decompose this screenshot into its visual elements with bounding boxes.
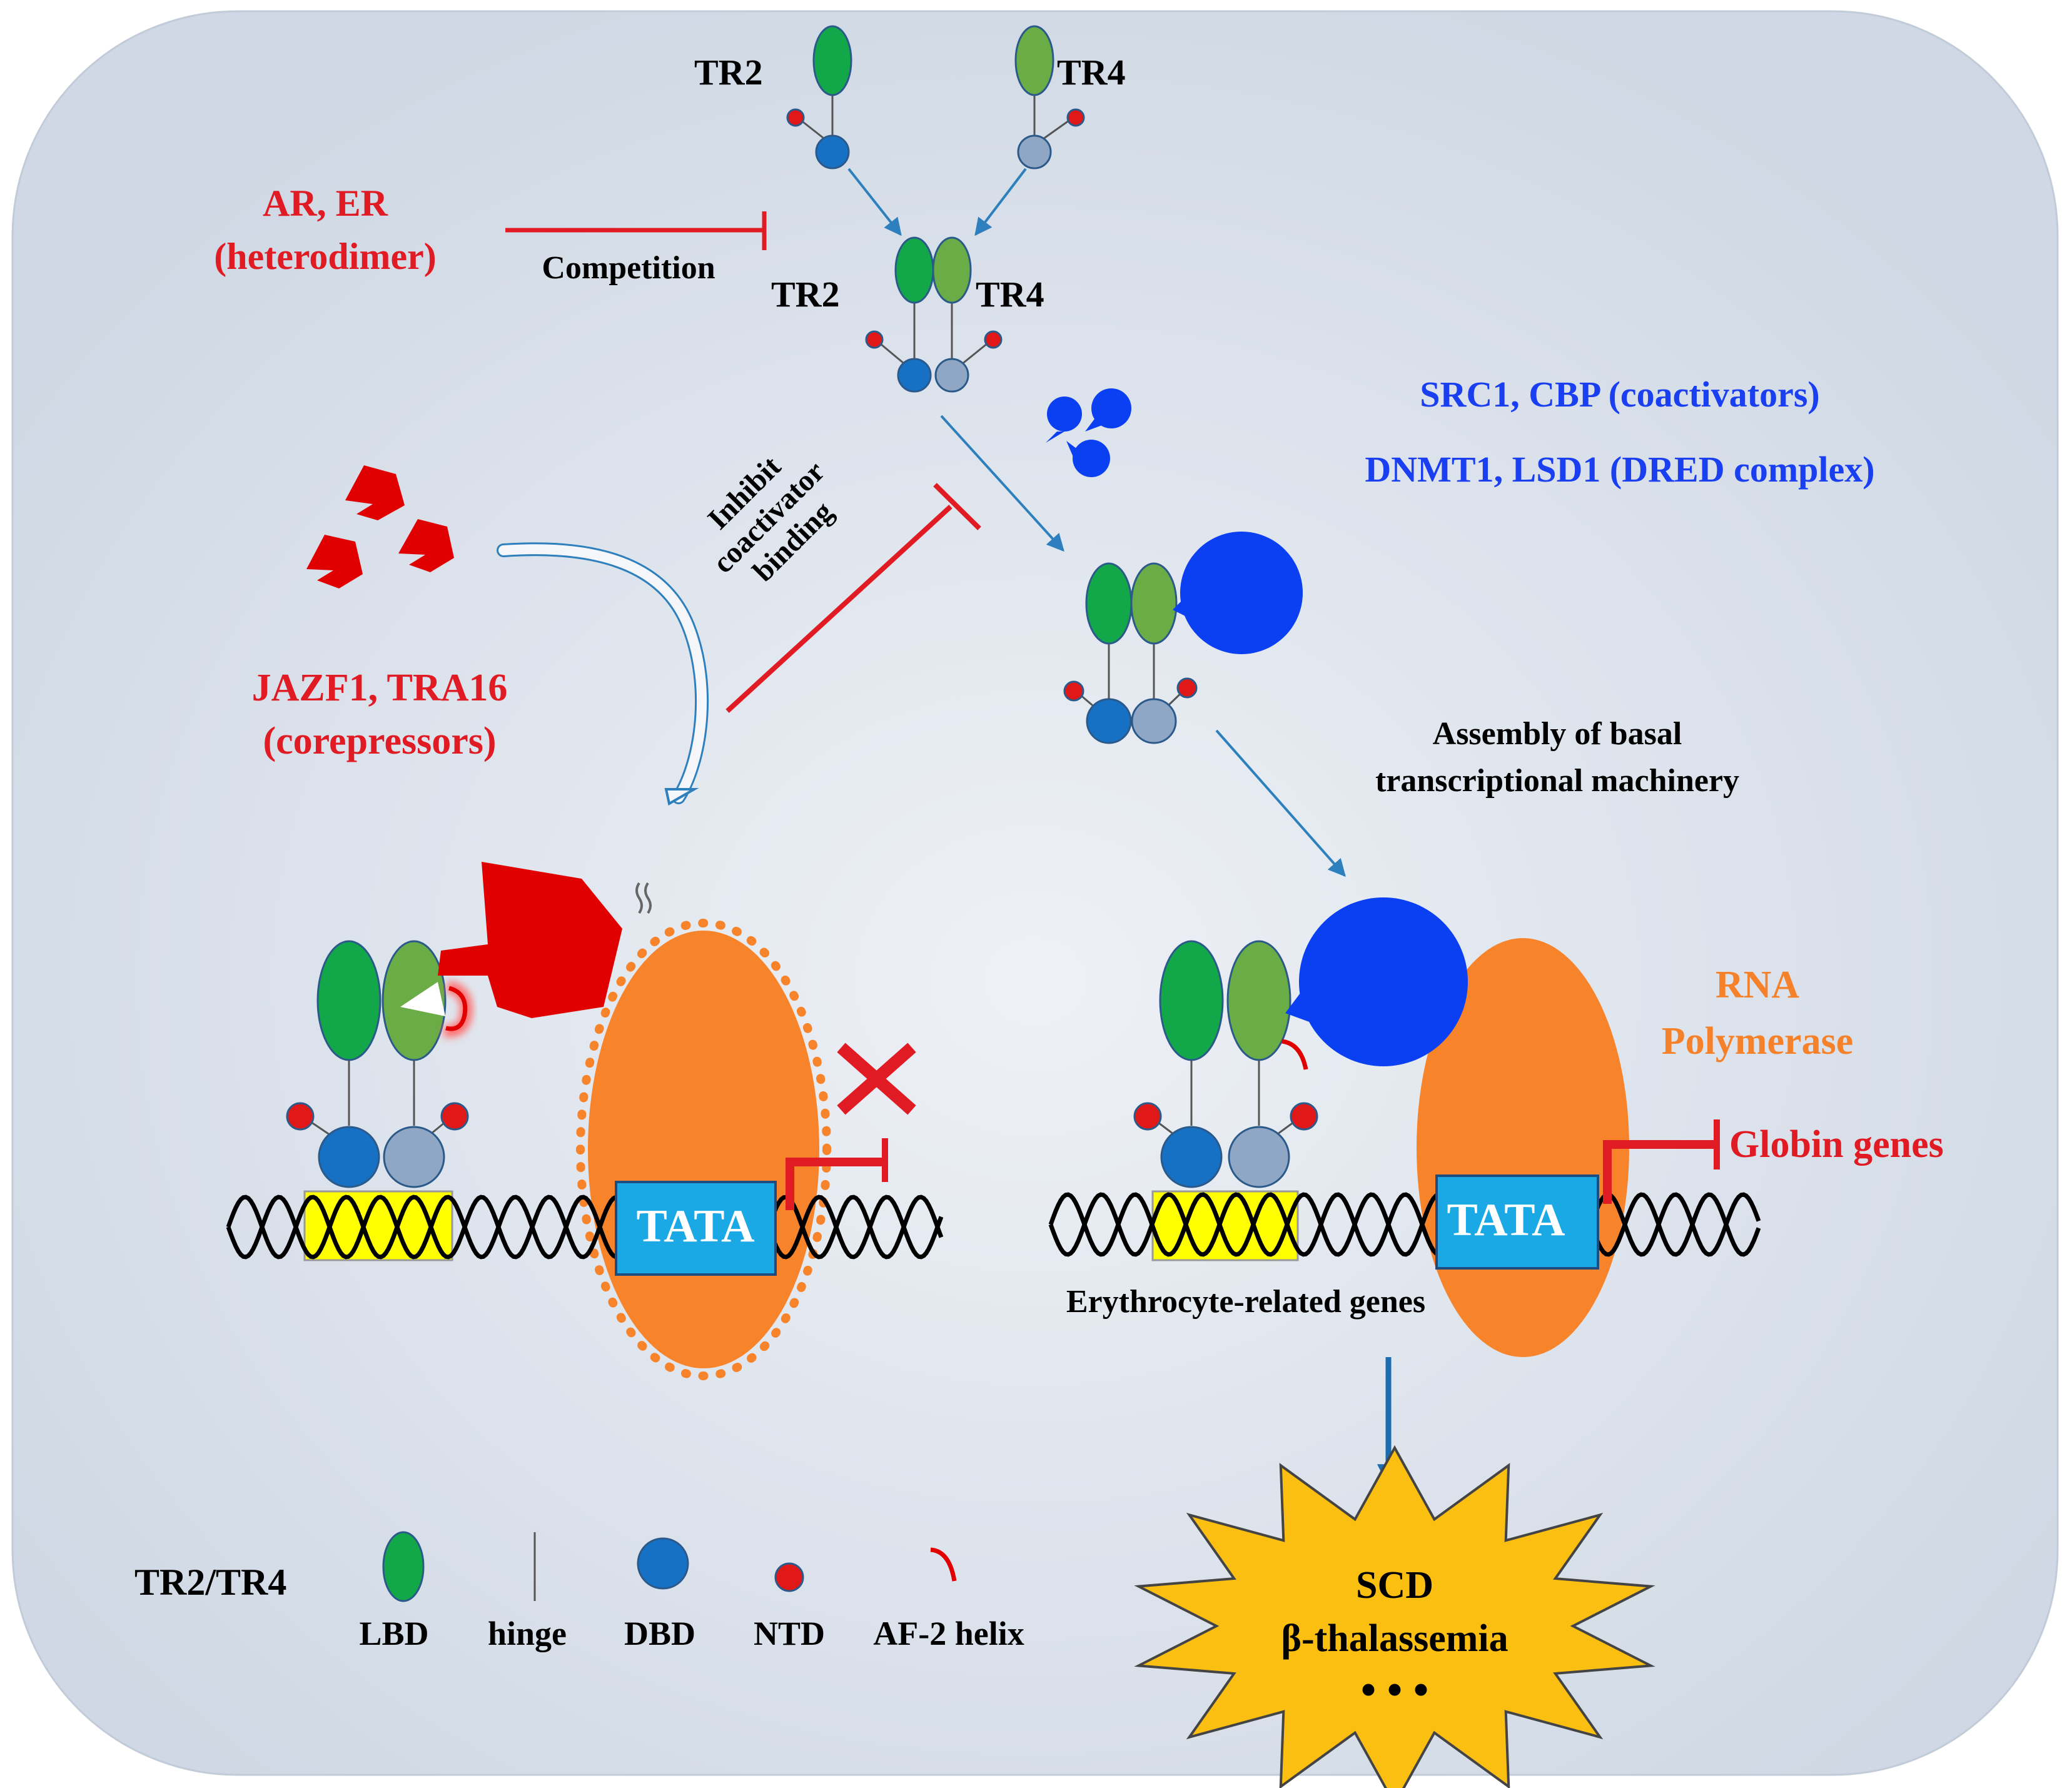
disease-starburst: [1134, 1445, 1655, 1788]
coactivators-line2: DNMT1, LSD1 (DRED complex): [1365, 449, 1874, 490]
left-transcription-block: [786, 1138, 888, 1210]
tr4-monomer: [1014, 25, 1085, 169]
coactivator-icons: [1046, 388, 1131, 477]
rna-pol-line1: RNA: [1716, 964, 1800, 1006]
assembly-line2: transcriptional machinery: [1375, 763, 1739, 799]
right-tata-label: TATA: [1447, 1195, 1565, 1246]
coactivators-line1: SRC1, CBP (coactivators): [1420, 374, 1820, 415]
assembly-line1: Assembly of basal: [1433, 716, 1682, 752]
competitors-line2: (heterodimer): [214, 236, 436, 277]
competition-inhibition-bar: [505, 211, 767, 250]
globin-block: [1603, 1119, 1720, 1204]
rna-pol-line2: Polymerase: [1662, 1020, 1853, 1063]
right-af2-helix: [1281, 1039, 1308, 1070]
dimer-to-coactivated-arrow: [940, 415, 1064, 552]
erythrocyte-label: Erythrocyte-related genes: [1066, 1284, 1425, 1320]
tr2-label: TR2: [694, 52, 763, 93]
legend-dbd: DBD: [624, 1615, 695, 1652]
right-tata-box: [1435, 1174, 1599, 1270]
legend-title: TR2/TR4: [134, 1562, 286, 1603]
tr2-monomer: [786, 25, 852, 169]
outcome-line2: β-thalassemia: [1281, 1617, 1508, 1660]
legend-ntd-icon: [774, 1562, 804, 1592]
dimer-tr4-label: TR4: [976, 274, 1044, 315]
corepressor-icons: [306, 465, 454, 588]
globin-label: Globin genes: [1729, 1123, 1944, 1166]
tr2-tr4-dimer: [865, 236, 1003, 393]
repression-squiggle-icon: [635, 882, 652, 914]
left-tata-box: [615, 1181, 777, 1276]
coactivated-dimer: [1063, 532, 1303, 744]
left-af2-helix: [445, 986, 468, 1031]
legend-dbd-icon: [637, 1537, 689, 1590]
tr4-label: TR4: [1057, 52, 1126, 93]
competitors-line1: AR, ER: [263, 183, 388, 224]
right-dna: [1048, 1190, 1761, 1261]
tr2-to-dimer-arrow: [847, 168, 902, 236]
left-tata-label: TATA: [636, 1201, 754, 1252]
left-repressed-dimer: [286, 940, 469, 1188]
legend-af2-icon: [930, 1547, 957, 1582]
corepressor-binding-arrow: [497, 542, 709, 806]
legend-hinge: hinge: [488, 1615, 567, 1652]
outcome-line1: SCD: [1356, 1564, 1433, 1607]
tr4-to-dimer-arrow: [974, 168, 1027, 236]
legend: TR2/TR4 LBD hinge DBD NTD AF-2 helix: [134, 1531, 1024, 1652]
corepressors-line2: (corepressors): [263, 720, 496, 762]
coactivator-inhibition-bar: [725, 483, 981, 713]
legend-lbd-icon: [382, 1531, 425, 1602]
competition-label: Competition: [542, 250, 715, 286]
left-dna: [226, 1190, 944, 1261]
blocked-x-icon: [837, 1043, 916, 1115]
legend-lbd: LBD: [359, 1615, 428, 1652]
legend-af2: AF-2 helix: [873, 1615, 1024, 1652]
corepressors-line1: JAZF1, TRA16: [252, 667, 508, 709]
bound-corepressor: [400, 862, 622, 1038]
outcome-ellipsis: • • •: [1361, 1666, 1429, 1714]
coactivated-to-promoter-arrow: [1215, 729, 1346, 877]
legend-ntd: NTD: [754, 1615, 825, 1652]
right-active-dimer: [1133, 897, 1468, 1188]
dimer-tr2-label: TR2: [771, 274, 840, 315]
